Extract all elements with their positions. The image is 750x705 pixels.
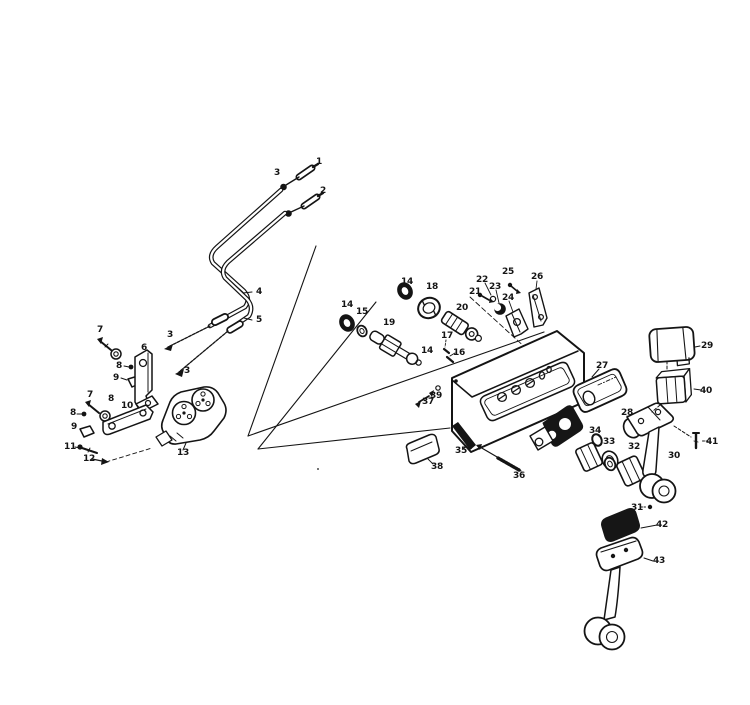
cable-assembly — [164, 164, 323, 377]
spool-a — [575, 442, 603, 472]
control-box-housing — [406, 331, 584, 471]
cam-pulley-a — [173, 402, 196, 425]
screw-36 — [476, 444, 521, 471]
grommet-14-a — [339, 314, 355, 332]
label-leaders — [75, 366, 129, 448]
screw-41 — [693, 433, 708, 448]
plate-26 — [529, 281, 547, 327]
bracket-24 — [506, 301, 528, 337]
washer-15 — [355, 324, 368, 338]
cable-end-fitting-1 — [280, 164, 318, 191]
screw-7-lower — [85, 400, 99, 413]
nut-8-lower — [81, 411, 87, 417]
bushing-32 — [616, 455, 647, 487]
screw-37 — [415, 386, 440, 408]
screw-7-upper — [97, 337, 111, 350]
scan-speck — [317, 468, 319, 470]
pad-38 — [406, 434, 439, 464]
cam-plate-13 — [156, 387, 226, 450]
bracket-10 — [103, 405, 153, 435]
screw-11 — [77, 444, 97, 453]
panel-plate-34 — [530, 406, 583, 450]
throttle-cable — [164, 190, 281, 351]
lock-nut-18 — [415, 294, 443, 321]
linkage-small-parts — [477, 281, 547, 337]
panel-screws — [498, 367, 552, 402]
screw-25 — [507, 282, 521, 294]
clip-23 — [493, 290, 506, 315]
pin-17 — [444, 349, 449, 353]
grommet-14-b — [397, 282, 413, 300]
barrel-20 — [440, 311, 484, 346]
washer-39 — [436, 386, 440, 390]
cable-end-fitting-2 — [285, 193, 323, 217]
faceplate-bezel-27 — [574, 369, 627, 412]
shift-cable — [175, 213, 285, 377]
ring-34 — [590, 433, 603, 448]
connector-19 — [367, 327, 425, 371]
clamp-9-lower — [80, 426, 94, 437]
ring-22 — [490, 296, 495, 301]
washer-8-upper — [111, 349, 121, 359]
pointer-12 — [92, 458, 109, 465]
grip-pad-42 — [602, 509, 658, 542]
cam-pulley-b — [192, 389, 214, 411]
grommet-cluster — [339, 282, 484, 371]
assembly-dash-links — [652, 361, 691, 437]
bolt-31 — [647, 504, 653, 510]
lower-bracket-group — [77, 400, 153, 465]
anchor-bracket-group — [97, 337, 158, 412]
ring-a — [603, 456, 618, 472]
nut-8 — [128, 364, 134, 370]
rubber-cover-29 — [649, 327, 696, 368]
pin-16 — [447, 357, 453, 362]
throttle-handle-43 — [585, 538, 654, 650]
bracket-6 — [135, 350, 158, 412]
shift-lever-30 — [627, 403, 676, 510]
switch-block-40 — [656, 369, 692, 404]
